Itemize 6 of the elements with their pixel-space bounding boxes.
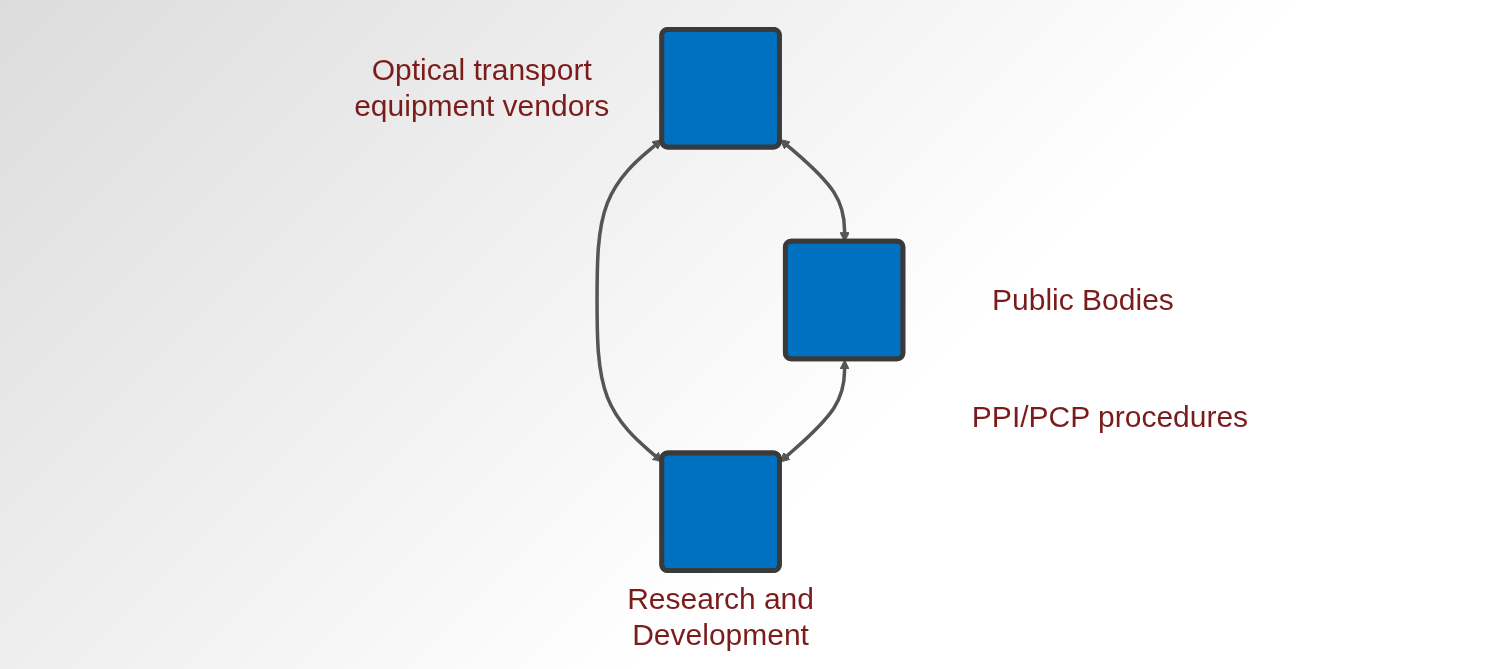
node-caption: Research and Development	[626, 580, 815, 653]
note-label: PPI/PCP procedures	[970, 400, 1250, 434]
arrow	[595, 139, 663, 463]
node-caption: Public Bodies	[991, 282, 1175, 318]
node-caption: Optical transport equipment vendors	[353, 52, 611, 125]
arrow	[779, 359, 850, 463]
